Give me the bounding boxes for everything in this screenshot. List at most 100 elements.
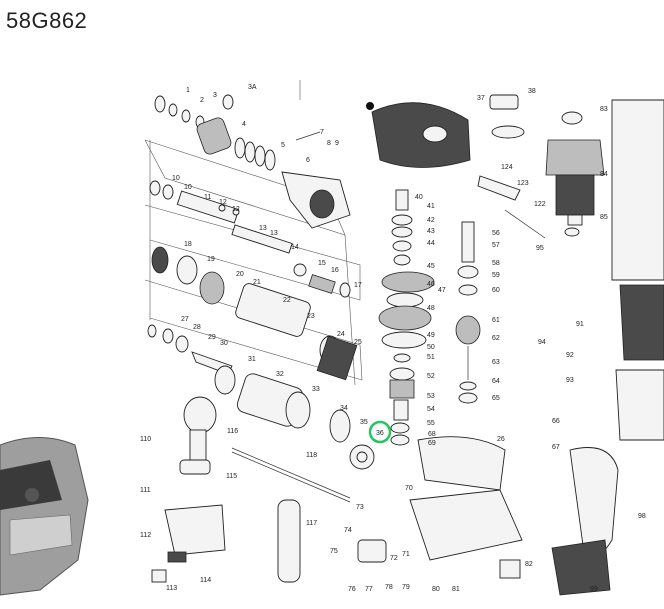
label-69: 69 xyxy=(428,440,436,447)
label-78: 78 xyxy=(385,584,393,591)
label-25: 25 xyxy=(354,339,362,346)
label-91: 91 xyxy=(576,321,584,328)
label-11: 11 xyxy=(204,194,211,201)
label-118: 118 xyxy=(306,452,317,459)
label-49: 49 xyxy=(427,332,435,339)
label-32: 32 xyxy=(276,371,284,378)
label-92: 92 xyxy=(566,352,574,359)
spindle-parts xyxy=(149,180,351,298)
label-74: 74 xyxy=(344,527,352,534)
label-17: 17 xyxy=(354,282,362,289)
label-94: 94 xyxy=(538,339,546,346)
label-52: 52 xyxy=(427,373,435,380)
label-3: 3 xyxy=(213,92,217,99)
label-21: 21 xyxy=(253,279,261,286)
label-67: 67 xyxy=(552,444,560,451)
label-12b: 12 xyxy=(232,206,240,213)
label-2: 2 xyxy=(200,97,204,104)
label-65: 65 xyxy=(492,395,500,402)
label-42: 42 xyxy=(427,217,435,224)
highlight-ring xyxy=(368,420,392,444)
label-47: 47 xyxy=(438,287,446,294)
label-111: 111 xyxy=(140,487,151,494)
label-13b: 13 xyxy=(270,230,278,237)
label-41: 41 xyxy=(427,203,435,210)
chuck-parts xyxy=(154,94,351,229)
label-38: 38 xyxy=(528,88,536,95)
cylinder-parts xyxy=(147,324,375,470)
label-80: 80 xyxy=(432,586,440,593)
label-55: 55 xyxy=(427,420,435,427)
label-61: 61 xyxy=(492,317,500,324)
label-8: 8 xyxy=(327,140,331,147)
label-63: 63 xyxy=(492,359,500,366)
motor-housing xyxy=(357,436,523,579)
label-16: 16 xyxy=(331,267,339,274)
label-115: 115 xyxy=(226,473,237,480)
label-77: 77 xyxy=(365,586,373,593)
label-81: 81 xyxy=(452,586,460,593)
label-113: 113 xyxy=(166,585,177,592)
label-9: 9 xyxy=(335,140,339,147)
label-112: 112 xyxy=(140,532,151,539)
label-57: 57 xyxy=(492,242,500,249)
label-12a: 12 xyxy=(219,199,227,206)
label-24: 24 xyxy=(337,331,345,338)
label-58: 58 xyxy=(492,260,500,267)
part-labels: 1 2 3 3A 4 5 6 7 8 9 10 10 11 12 12 13 1… xyxy=(140,84,646,593)
label-99: 99 xyxy=(590,586,598,593)
label-50: 50 xyxy=(427,344,435,351)
label-71: 71 xyxy=(402,551,410,558)
label-1: 1 xyxy=(186,87,190,94)
ring-parts xyxy=(151,246,358,381)
label-14: 14 xyxy=(291,244,299,251)
motor-armature xyxy=(545,111,605,237)
label-48: 48 xyxy=(427,305,435,312)
label-29: 29 xyxy=(208,334,216,341)
label-34: 34 xyxy=(340,405,348,412)
stator-housing xyxy=(551,99,664,596)
label-56: 56 xyxy=(492,230,500,237)
label-30: 30 xyxy=(220,340,228,347)
label-76: 76 xyxy=(348,586,356,593)
label-40: 40 xyxy=(415,194,423,201)
label-110: 110 xyxy=(140,436,151,443)
label-44: 44 xyxy=(427,240,435,247)
label-117: 117 xyxy=(306,520,317,527)
label-85: 85 xyxy=(600,214,608,221)
label-10b: 10 xyxy=(184,184,192,191)
label-122: 122 xyxy=(534,201,546,208)
label-53: 53 xyxy=(427,393,435,400)
label-84: 84 xyxy=(600,171,608,178)
label-124: 124 xyxy=(501,164,513,171)
label-51: 51 xyxy=(427,354,435,361)
label-19: 19 xyxy=(207,256,215,263)
label-83: 83 xyxy=(600,106,608,113)
label-64: 64 xyxy=(492,378,500,385)
label-36: 36 xyxy=(376,430,384,437)
label-6: 6 xyxy=(306,157,310,164)
label-28: 28 xyxy=(193,324,201,331)
label-98: 98 xyxy=(638,513,646,520)
label-37: 37 xyxy=(477,95,485,102)
label-26: 26 xyxy=(497,436,505,443)
label-75: 75 xyxy=(330,548,338,555)
label-46: 46 xyxy=(427,281,435,288)
label-82: 82 xyxy=(525,561,533,568)
label-10a: 10 xyxy=(172,175,180,182)
label-73: 73 xyxy=(356,504,364,511)
gear-housing xyxy=(366,94,546,239)
label-79: 79 xyxy=(402,584,410,591)
label-93: 93 xyxy=(566,377,574,384)
label-20: 20 xyxy=(236,271,244,278)
side-handle xyxy=(151,396,351,583)
label-66: 66 xyxy=(552,418,560,425)
label-5: 5 xyxy=(281,142,285,149)
label-4: 4 xyxy=(242,121,246,128)
label-62: 62 xyxy=(492,335,500,342)
model-number-title: 58G862 xyxy=(6,8,88,33)
label-95: 95 xyxy=(536,245,544,252)
label-114: 114 xyxy=(200,577,211,584)
label-27: 27 xyxy=(181,316,189,323)
